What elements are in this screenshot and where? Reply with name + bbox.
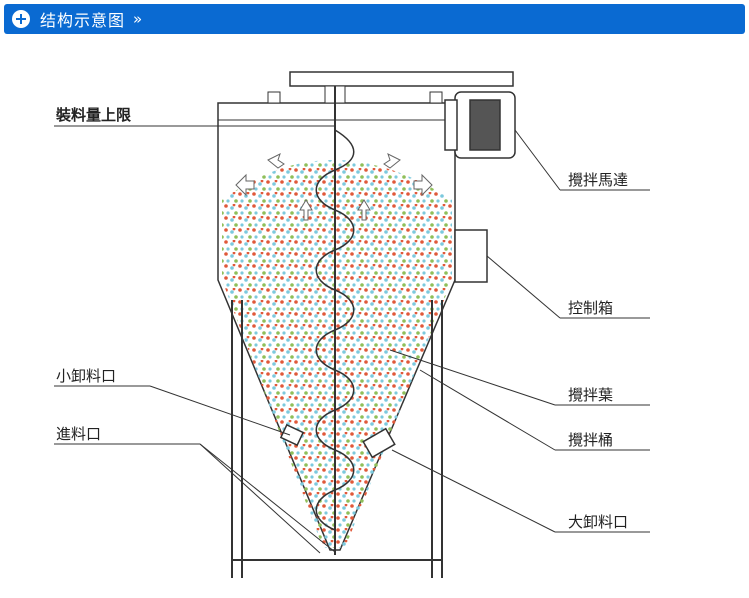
double-chevron-icon[interactable]: » bbox=[133, 10, 142, 28]
mixer-diagram: 裝料量上限 攪拌馬達 控制箱 小卸料口 進料口 攪拌葉 攪拌桶 大卸料口 bbox=[54, 71, 650, 578]
motor bbox=[444, 91, 516, 159]
header-title: 结构示意图 bbox=[40, 11, 126, 30]
label-small-outlet: 小卸料口 bbox=[56, 367, 116, 385]
large-outlet bbox=[362, 427, 396, 459]
label-fill-limit: 裝料量上限 bbox=[55, 106, 131, 124]
support-legs bbox=[231, 300, 443, 578]
label-motor: 攪拌馬達 bbox=[568, 171, 628, 189]
top-plate bbox=[289, 71, 514, 87]
header-bar: 结构示意图 » bbox=[4, 4, 745, 34]
flow-arrows bbox=[235, 153, 433, 221]
label-control-box: 控制箱 bbox=[568, 299, 613, 317]
label-blade: 攪拌葉 bbox=[568, 386, 613, 404]
label-inlet: 進料口 bbox=[56, 425, 101, 443]
label-barrel: 攪拌桶 bbox=[568, 431, 613, 449]
spiral-blade bbox=[315, 129, 355, 531]
control-box bbox=[454, 229, 488, 283]
small-outlet bbox=[279, 423, 305, 447]
plus-icon[interactable] bbox=[12, 10, 30, 28]
label-large-outlet: 大卸料口 bbox=[568, 513, 628, 531]
